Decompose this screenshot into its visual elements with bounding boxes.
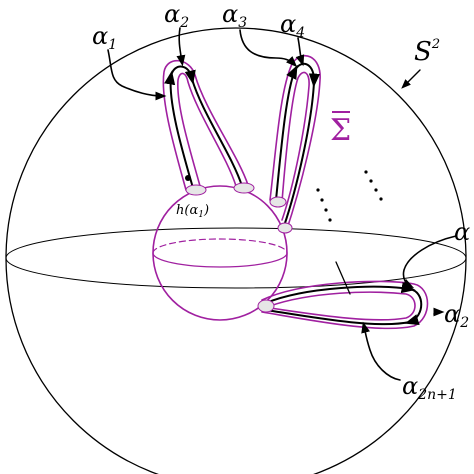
curve-alpha-3 xyxy=(239,29,298,68)
big-sphere-outline xyxy=(5,27,467,474)
surface-band-2 xyxy=(269,54,321,233)
equator-front xyxy=(5,257,467,289)
curve-alpha-2n1 xyxy=(361,321,401,381)
dash-line xyxy=(335,261,351,295)
curve-alpha-2n xyxy=(433,307,445,317)
surface-band-3 xyxy=(261,280,429,330)
curve-alpha-2 xyxy=(176,27,186,67)
curve-alpha-n xyxy=(401,235,457,289)
dots-middle xyxy=(316,188,332,222)
surface-band-1 xyxy=(162,59,249,191)
label-alpha-2n1: α2n+1 xyxy=(402,372,457,403)
label-alpha-1: α1 xyxy=(92,22,117,53)
curve-alpha-4 xyxy=(295,37,305,67)
label-surface: Σ xyxy=(330,113,351,148)
label-h-alpha: h(α1) xyxy=(176,203,209,220)
attachment-discs xyxy=(185,182,293,313)
label-alpha-2: α2 xyxy=(164,0,189,31)
curve-alpha-1 xyxy=(107,49,167,101)
label-alpha-4: α4 xyxy=(280,10,305,41)
equator-back xyxy=(5,227,467,259)
label-alpha-n: α xyxy=(454,218,470,246)
label-alpha-3: α3 xyxy=(222,0,247,31)
sphere-pointer-arrow xyxy=(401,69,421,89)
label-alpha-2n: α2 xyxy=(444,300,469,331)
label-sphere: S2 xyxy=(414,37,440,67)
dots-right xyxy=(364,170,383,201)
h-alpha-point xyxy=(185,175,191,181)
small-sphere-equator-front xyxy=(152,252,288,268)
small-sphere-equator-back xyxy=(152,238,288,254)
